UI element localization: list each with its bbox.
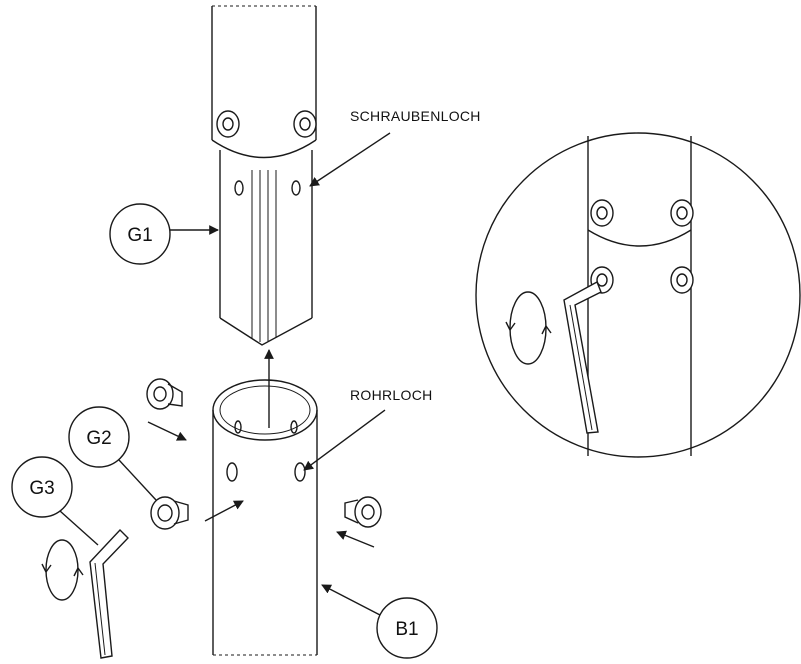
insert-hole-right-icon xyxy=(291,180,301,196)
rotation-arrow-icon xyxy=(41,539,84,601)
tube-hole-label: ROHRLOCH xyxy=(350,387,433,403)
detail-view xyxy=(475,132,801,458)
tube-hole-right-icon xyxy=(294,462,306,482)
detail-rotation-arrow-icon xyxy=(505,291,552,365)
hex-key-icon xyxy=(89,528,129,659)
screw-top-left-arrow xyxy=(147,421,187,441)
callout-g1: G1 xyxy=(109,203,219,265)
detail-screw-lower-right-icon xyxy=(670,266,694,294)
collar-screw-right-icon xyxy=(293,110,317,138)
svg-text:G1: G1 xyxy=(127,225,152,246)
screw-hole-label: SCHRAUBENLOCH xyxy=(350,108,481,124)
callout-g3: G3 xyxy=(11,456,99,546)
screw-middle-left-arrow xyxy=(204,500,244,522)
screw-right-icon xyxy=(344,496,382,528)
collar-screw-left-icon xyxy=(216,110,240,138)
svg-text:G2: G2 xyxy=(86,428,111,449)
tube-hole-left-icon xyxy=(226,462,238,482)
tube-hole-leader xyxy=(303,409,386,471)
detail-screw-top-right-icon xyxy=(670,199,694,227)
screw-right-arrow xyxy=(336,530,375,548)
screw-top-left-icon xyxy=(146,378,183,410)
detail-screw-top-left-icon xyxy=(590,199,614,227)
svg-text:B1: B1 xyxy=(395,619,418,640)
screw-hole-leader xyxy=(309,132,391,187)
callout-b1: B1 xyxy=(321,584,438,659)
svg-text:G3: G3 xyxy=(29,478,54,499)
callout-g2: G2 xyxy=(68,406,157,501)
tube-part-b1 xyxy=(212,379,318,656)
screw-middle-left-icon xyxy=(150,496,189,530)
detail-hex-key-icon xyxy=(563,281,602,434)
insert-hole-left-icon xyxy=(234,180,244,196)
connector-part-g1 xyxy=(211,5,317,346)
